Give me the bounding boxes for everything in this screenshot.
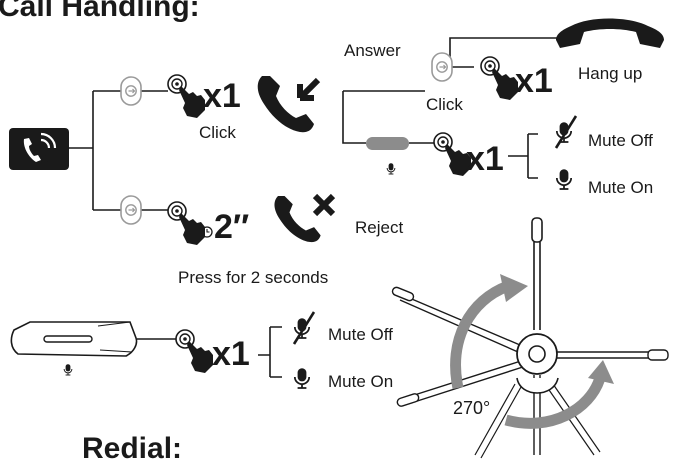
- rotation-label: 270°: [453, 398, 491, 418]
- boom-microphone: [10, 321, 138, 376]
- phone-app-icon: [9, 128, 69, 170]
- mute-on-label: Mute On: [588, 178, 654, 197]
- reject-press-duration: 2″: [214, 208, 250, 246]
- answer-press-count: x1: [203, 77, 241, 115]
- call-button-icon: [431, 52, 453, 82]
- boom-mute-on-label: Mute On: [328, 372, 394, 391]
- mic-muted-icon: [292, 311, 316, 345]
- rotation-arrow-icon: [450, 274, 614, 429]
- mic-icon: [555, 168, 573, 190]
- hangup-press-count: x1: [515, 62, 553, 100]
- mute-off-label: Mute Off: [588, 131, 653, 150]
- reject-call-icon: [274, 193, 336, 243]
- call-button-icon: [120, 195, 142, 225]
- mute-button: [366, 137, 409, 175]
- redial-title: Redial:: [82, 432, 183, 465]
- reject-label: Reject: [355, 218, 404, 237]
- mic-icon: [63, 363, 73, 376]
- hangup-handset-icon: [556, 18, 664, 48]
- hangup-gesture-label: Click: [426, 95, 463, 114]
- hand-press-icon: [167, 201, 206, 246]
- answer-gesture-label: Click: [199, 123, 236, 142]
- incoming-call-icon: [257, 76, 321, 133]
- answer-label: Answer: [344, 41, 401, 60]
- hand-press-icon: [175, 329, 214, 374]
- clock-icon: [201, 226, 213, 238]
- hand-press-icon: [167, 74, 206, 119]
- mic-muted-icon: [554, 115, 578, 149]
- mic-icon: [293, 367, 311, 389]
- hangup-label: Hang up: [578, 64, 643, 83]
- reject-gesture-label: Press for 2 seconds: [178, 268, 329, 287]
- boom-mute-off-label: Mute Off: [328, 325, 393, 344]
- branch-lines: [69, 37, 578, 378]
- rotating-headset: [391, 217, 669, 459]
- mute-press-count: x1: [466, 140, 504, 178]
- call-button-icon: [120, 76, 142, 106]
- call-handling-title: Call Handling:: [0, 0, 200, 23]
- boom-press-count: x1: [212, 335, 250, 373]
- hand-press-icon: [480, 56, 519, 101]
